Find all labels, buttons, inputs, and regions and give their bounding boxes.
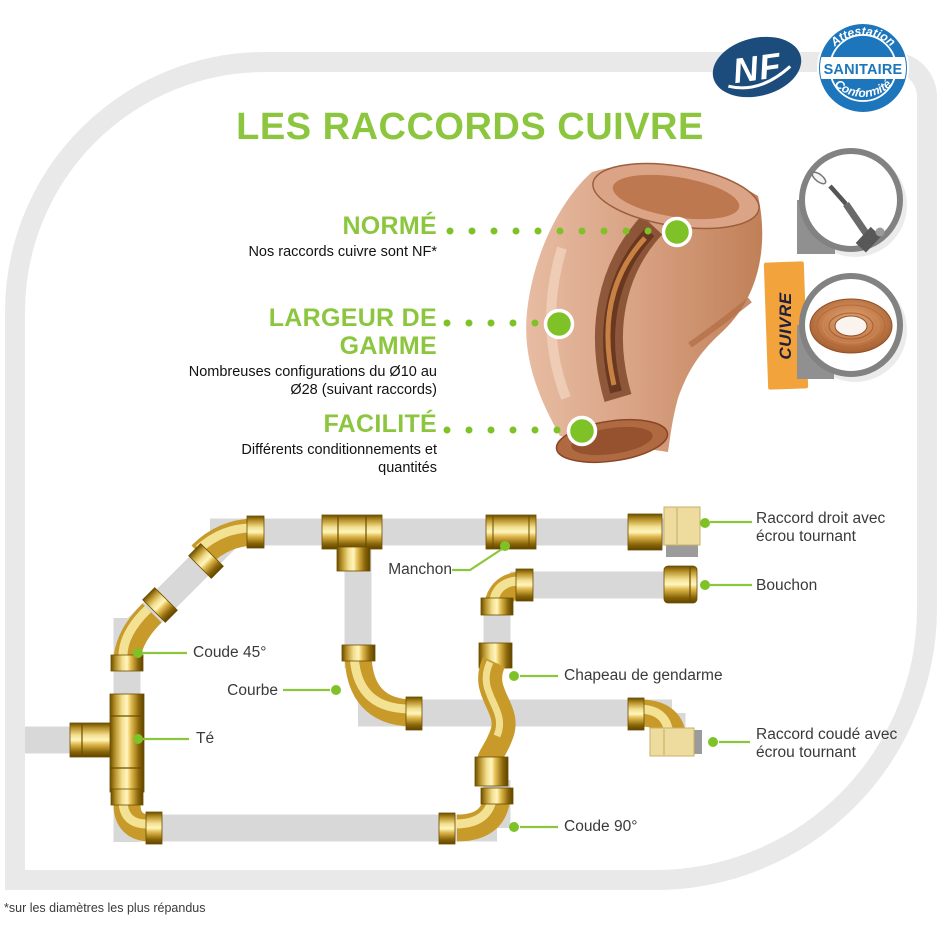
diagram-label-coude-90: Coude 90° [564, 818, 638, 835]
cuivre-material-badge: CUIVRE [763, 261, 907, 390]
fitting-raccord-droit [627, 506, 701, 557]
feature-label: FACILITÉ [323, 410, 437, 438]
feature-description: Nombreuses configurations du Ø10 au Ø28 … [188, 364, 437, 398]
diagram-label-raccord-droit: Raccord droit avec écrou tournant [756, 510, 886, 545]
diagram-leaders [133, 518, 752, 832]
badge-bottom-text: Conformité [832, 77, 894, 101]
diagram-label-raccord-coude: Raccord coudé avec écrou tournant [756, 726, 898, 761]
feature-largeur-de-gamme: LARGEUR DE GAMME Nombreuses configuratio… [187, 304, 437, 399]
welding-torch-icon [811, 171, 885, 253]
fitting-elbow45-top [188, 515, 265, 579]
copper-coil-icon [809, 298, 893, 354]
fitting-elbow-bottom-left [110, 788, 163, 845]
cuivre-tab-label: CUIVRE [776, 292, 795, 359]
feature-norme: NORMÉ Nos raccords cuivre sont NF* [177, 212, 437, 262]
fitting-raccord-coude [627, 697, 702, 757]
fitting-coude45 [110, 587, 178, 672]
svg-text:Conformité: Conformité [832, 77, 894, 101]
feature-description: Différents conditionnements et quantités [241, 442, 437, 476]
feature-label: LARGEUR DE GAMME [268, 304, 437, 360]
diagram-label-coude-45: Coude 45° [193, 644, 267, 661]
fitting-chapeau-de-gendarme [474, 642, 516, 787]
diagram-label-courbe: Courbe [227, 682, 278, 699]
dotted-connector-largeur [443, 308, 575, 340]
page-frame-border [5, 52, 937, 890]
feature-label: NORMÉ [342, 212, 437, 240]
fitting-te-left [69, 693, 145, 793]
fitting-bouchon [663, 565, 698, 604]
fitting-manchon [485, 514, 537, 550]
fitting-te-row1 [321, 514, 383, 572]
feature-facilite: FACILITÉ Différents conditionnements et … [207, 410, 437, 477]
feature-description: Nos raccords cuivre sont NF* [248, 244, 437, 260]
fitting-elbow-row2 [480, 568, 534, 616]
diagram-label-manchon: Manchon [388, 561, 452, 578]
pipe-fittings [69, 506, 702, 845]
nf-logo-text: NF [730, 46, 784, 91]
nf-logo: NF [712, 36, 802, 98]
badge-middle-text: SANITAIRE [824, 62, 903, 78]
diagram-label-chapeau-de-gendarme: Chapeau de gendarme [564, 667, 723, 684]
fitting-courbe [341, 644, 423, 731]
page-title: LES RACCORDS CUIVRE [236, 106, 704, 148]
diagram-label-te: Té [196, 730, 215, 747]
attestation-sanitaire-badge: Attestation SANITAIRE Conformité [817, 22, 909, 114]
footnote: *sur les diamètres les plus répandus [4, 901, 206, 915]
welding-torch-badge [797, 148, 907, 257]
fitting-coude90 [438, 787, 514, 845]
dotted-connector-norme [446, 216, 693, 248]
dotted-connector-facilite [443, 415, 598, 447]
diagram-label-bouchon: Bouchon [756, 577, 818, 594]
